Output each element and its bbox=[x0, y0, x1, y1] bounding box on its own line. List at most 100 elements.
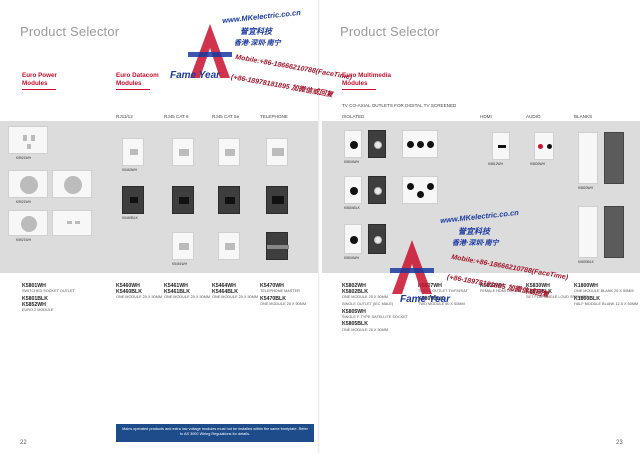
euro-socket-plate bbox=[8, 210, 48, 236]
product-code: K5805WH bbox=[342, 308, 366, 315]
socket-recess bbox=[21, 216, 37, 232]
telephone-plate-white bbox=[266, 138, 288, 166]
watermark-brand-cn: 誉宜科技 bbox=[458, 227, 490, 236]
category-rule bbox=[342, 89, 376, 90]
product-desc: HALF MODULE BLANK 12.5 X 50MM bbox=[574, 302, 639, 306]
rj45-angled-plate bbox=[218, 232, 240, 260]
rj11-plate-black bbox=[122, 186, 144, 214]
product-label: K5830WH bbox=[530, 162, 546, 166]
jack bbox=[179, 149, 189, 156]
product-label: K5921WH bbox=[16, 238, 32, 242]
usb-port bbox=[67, 221, 72, 224]
column-header-blanks: BLANKS bbox=[574, 114, 593, 119]
product-desc: ONE MODULE 25 X 50MM bbox=[260, 302, 306, 306]
socket-pin bbox=[23, 135, 27, 141]
product-code: K5460WH bbox=[116, 283, 140, 289]
product-code: K5801BLK bbox=[22, 295, 48, 302]
half-blank-plate-white bbox=[578, 206, 598, 258]
rj45-cat6-plate-white bbox=[172, 138, 194, 166]
rj45-angled-plate bbox=[172, 232, 194, 260]
coax-triple-plate bbox=[402, 130, 438, 158]
page-title: Product Selector bbox=[340, 24, 440, 39]
fame-year-logo bbox=[188, 24, 232, 78]
code-list-coax: K5802WH K5802BLK ONE MODULE 25 X 50MM SI… bbox=[342, 283, 408, 334]
jack bbox=[225, 243, 235, 250]
product-code: K1800WH bbox=[574, 283, 598, 289]
category-label: Modules bbox=[22, 79, 48, 87]
wiring-notice: Mains operated products and extra low vo… bbox=[116, 424, 314, 442]
product-code: K5852WH bbox=[22, 302, 46, 308]
product-desc: SET FOR SINGLE LOUD SPEAKER bbox=[526, 295, 588, 300]
rj45-cat5e-plate-black bbox=[218, 186, 240, 214]
product-label: K5461WH bbox=[172, 262, 188, 266]
code-list-telephone: K5470WH TELEPHONE MASTER K5470BLK ONE MO… bbox=[260, 283, 306, 309]
category-euro-multimedia: Euro Multimedia Modules bbox=[342, 72, 391, 90]
binding-post-black bbox=[547, 144, 552, 149]
usb-plate bbox=[52, 210, 92, 236]
jack bbox=[130, 149, 138, 155]
coax-socket bbox=[374, 187, 382, 195]
product-desc: ONE MODULE BLANK 25 X 50MM bbox=[574, 289, 634, 294]
product-desc: SINGLE OUTLET (IEC MALE) bbox=[342, 302, 394, 306]
page-title: Product Selector bbox=[20, 24, 120, 39]
watermark-city: 香港·深圳·南宁 bbox=[234, 40, 281, 47]
category-label: Modules bbox=[342, 79, 368, 87]
code-list-cat5e: K5464WH K5464BLK ONE MODULE 25 X 50MM bbox=[212, 283, 258, 302]
category-euro-datacom: Euro Datacom Modules bbox=[116, 72, 159, 90]
code-list-audio: K5830WH K5830BLK SET FOR SINGLE LOUD SPE… bbox=[526, 283, 588, 302]
product-desc: TRIPLE OUTLET TV/FM/SAT bbox=[418, 289, 468, 294]
jack bbox=[179, 197, 189, 204]
blank-plate-white bbox=[578, 132, 598, 184]
coax-socket bbox=[427, 141, 434, 148]
product-code: K1800BLK bbox=[574, 295, 600, 302]
coax-plate-white bbox=[344, 130, 362, 158]
label-strip bbox=[267, 245, 289, 249]
category-euro-power: Euro Power Modules bbox=[22, 72, 57, 90]
product-label: K5804WH bbox=[344, 256, 360, 260]
product-code: K5805BLK bbox=[342, 321, 368, 328]
schuko-recess bbox=[20, 176, 38, 194]
coax-socket bbox=[350, 236, 358, 244]
product-desc: SWITCHED SOCKET OUTLET bbox=[22, 289, 75, 294]
product-label: K5800BLK bbox=[578, 260, 594, 264]
product-desc: ONE MODULE 25 X 50MM bbox=[342, 327, 388, 332]
column-header-isolated: ISOLATED bbox=[342, 114, 365, 119]
coax-plate-white bbox=[344, 176, 362, 204]
product-desc: ONE MODULE 25 X 50MM bbox=[342, 295, 388, 300]
code-list-power: K5801WH SWITCHED SOCKET OUTLET K5801BLK … bbox=[22, 283, 75, 315]
schuko-recess bbox=[64, 176, 82, 194]
coax-socket bbox=[350, 141, 358, 149]
code-list-blanks: K1800WH ONE MODULE BLANK 25 X 50MM K1800… bbox=[574, 283, 638, 309]
half-blank-plate-grey bbox=[604, 206, 624, 258]
product-desc: FEMALE HDMI OUTLET bbox=[480, 289, 522, 294]
coax-plate-white bbox=[344, 224, 362, 254]
hdmi-plate bbox=[492, 132, 510, 160]
watermark-brand-en: Fame Year bbox=[170, 70, 221, 81]
column-header-rj45-cat5e: RJ45 CAT 5e bbox=[212, 114, 240, 119]
product-code: K5807WH bbox=[418, 283, 442, 289]
telephone-plate-black bbox=[266, 186, 288, 214]
category-rule bbox=[22, 89, 56, 90]
product-code: K5812WH bbox=[480, 283, 504, 289]
product-desc: ONE MODULE 25 X 50MM bbox=[116, 295, 162, 300]
product-code: K5807BLK bbox=[418, 295, 444, 302]
jack bbox=[179, 243, 189, 250]
product-code: K5802BLK bbox=[342, 289, 368, 296]
rj11-plate-white bbox=[122, 138, 144, 166]
column-header-telephone: TELEPHONE bbox=[260, 114, 288, 119]
product-label: K5921WH bbox=[16, 200, 32, 204]
page-number: 23 bbox=[616, 440, 623, 446]
coax-plate-black bbox=[368, 130, 386, 158]
product-label: K5804WH bbox=[344, 160, 360, 164]
product-desc: TWO MODULE 50 X 50MM bbox=[418, 302, 465, 306]
product-desc: ONE MODULE 25 X 50MM bbox=[164, 295, 210, 300]
code-list-cat6: K5461WH K5461BLK ONE MODULE 25 X 50MM bbox=[164, 283, 210, 302]
coax-socket bbox=[350, 187, 358, 195]
product-code: K5802WH bbox=[342, 283, 366, 289]
usb-port bbox=[75, 221, 80, 224]
category-label: Euro Datacom bbox=[116, 72, 159, 79]
coax-plate-black bbox=[368, 176, 386, 204]
code-list-rj11: K5460WH K5460BLK ONE MODULE 25 X 50MM bbox=[116, 283, 162, 302]
product-label: K5921WH bbox=[16, 156, 32, 160]
